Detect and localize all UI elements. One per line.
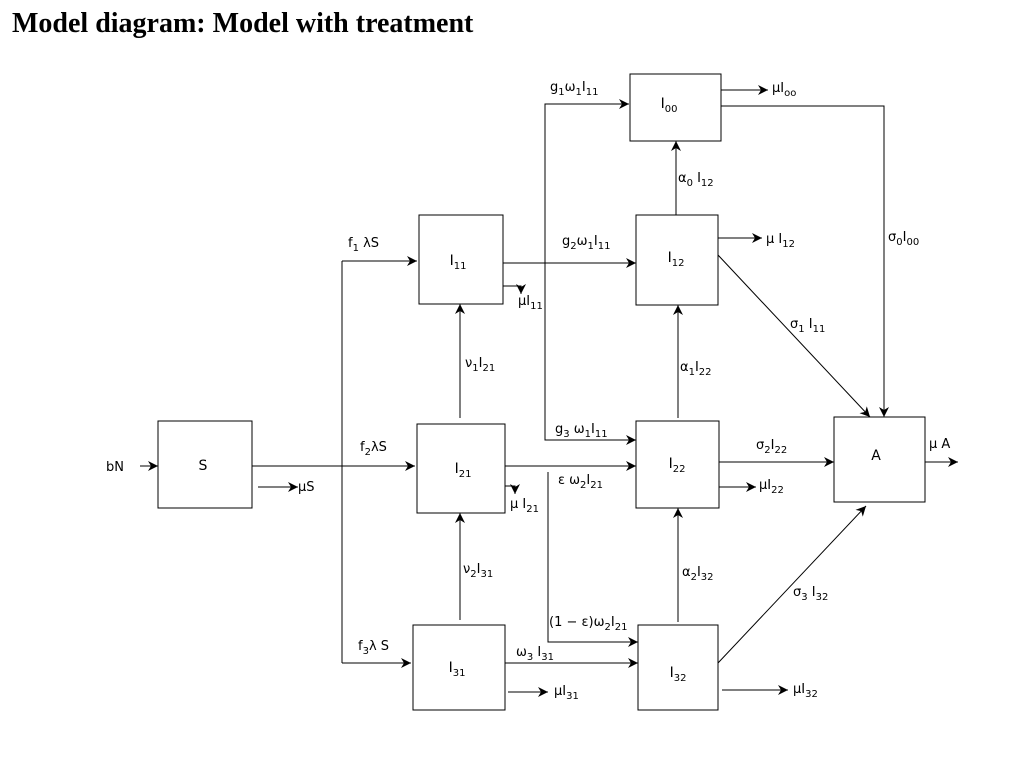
label-one-minus-eps: (1 − ε)ω2I21 — [549, 615, 627, 633]
label-mu-I32: μI32 — [793, 682, 818, 700]
label-g3: g3 ω1I11 — [555, 422, 608, 440]
label-sigma3: σ3 I32 — [793, 585, 828, 603]
arrow-sigma3 — [717, 505, 867, 664]
svg-text:I12: I12 — [668, 250, 685, 269]
compartment-I12: I12 — [635, 214, 719, 306]
label-mu-I21: μ I21 — [510, 497, 539, 515]
label-mu-S: μS — [298, 480, 315, 495]
label-f1: f1 λS — [348, 236, 379, 254]
label-mu-I00: μIoo — [772, 81, 796, 99]
label-mu-I12: μ I12 — [766, 232, 795, 250]
label-g1: g1ω1I11 — [550, 80, 598, 98]
label-sigma0: σ0I00 — [888, 230, 919, 248]
compartment-I22: I22 — [635, 420, 720, 509]
arrow-sigma1 — [717, 254, 871, 418]
svg-text:I22: I22 — [669, 456, 686, 475]
label-f2: f2λS — [360, 440, 387, 458]
arrow-g1 — [544, 99, 629, 428]
arrow-eps-branch — [547, 472, 638, 647]
arrow-mu-I21 — [505, 484, 520, 494]
svg-text:S: S — [199, 458, 208, 474]
label-mu-I22: μI22 — [759, 478, 784, 496]
label-alpha0: α0 I12 — [678, 171, 714, 189]
arrow-sigma0 — [721, 105, 889, 417]
compartment-I32: I32 — [637, 624, 719, 711]
arrow-g3 — [544, 428, 636, 445]
svg-text:I31: I31 — [449, 660, 466, 679]
label-g2: g2ω1I11 — [562, 234, 610, 252]
compartment-A: A — [833, 416, 926, 503]
page-title: Model diagram: Model with treatment — [12, 8, 474, 39]
label-nu2: ν2I31 — [463, 562, 493, 580]
label-alpha1: α1I22 — [680, 360, 712, 378]
label-eps: ε ω2I21 — [558, 473, 603, 491]
label-mu-I11: μI11 — [518, 294, 543, 312]
compartment-I11: I11 — [418, 214, 504, 305]
arrow-mu-I11 — [503, 284, 526, 294]
label-f3: f3λ S — [358, 639, 389, 657]
label-omega3: ω3 I31 — [516, 645, 554, 663]
compartment-S: S — [157, 420, 253, 509]
label-mu-I31: μI31 — [554, 684, 579, 702]
svg-text:I32: I32 — [670, 665, 687, 684]
compartment-I00: I00 — [629, 73, 722, 142]
svg-text:I00: I00 — [661, 96, 678, 115]
label-bN: bN — [106, 460, 124, 475]
svg-text:I21: I21 — [455, 461, 472, 480]
label-nu1: ν1I21 — [465, 356, 495, 374]
compartment-I21: I21 — [416, 423, 506, 514]
compartment-I31: I31 — [412, 624, 506, 711]
label-sigma1: σ1 I11 — [790, 317, 825, 335]
label-alpha2: α2I32 — [682, 565, 714, 583]
label-sigma2: σ2I22 — [756, 438, 787, 456]
label-mu-A: μ A — [929, 437, 950, 452]
svg-text:I11: I11 — [450, 253, 467, 272]
svg-text:A: A — [871, 448, 881, 464]
